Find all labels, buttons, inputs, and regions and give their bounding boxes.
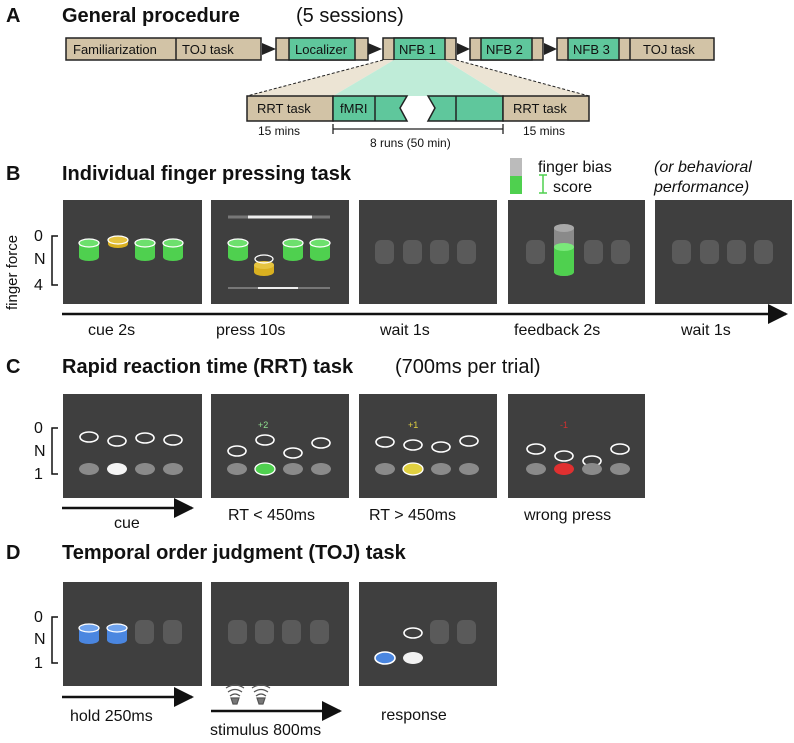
legend-score-label: score <box>553 179 592 196</box>
toj-phase-stimulus: stimulus 800ms <box>210 722 321 739</box>
finger-cylinder-icon <box>283 243 303 261</box>
rrt-box-post <box>502 95 590 122</box>
section-d-title: Temporal order judgment (TOJ) task <box>62 542 407 564</box>
procedure-timeline: Familiarization TOJ task Localizer NFB 1… <box>65 37 715 61</box>
cue-cylinders <box>78 235 184 261</box>
rrt-phase-wrong: wrong press <box>523 507 611 524</box>
fmri-label: fMRI <box>340 101 367 116</box>
toj-response-targets <box>374 620 476 665</box>
finger-cylinder-icon <box>163 243 183 261</box>
finger-cylinder-icon <box>310 243 330 261</box>
toj-response-panel <box>359 582 497 686</box>
legend-note-2: performance) <box>653 179 749 196</box>
rrt-phase-slow: RT > 450ms <box>369 507 456 524</box>
rrt-phase-fast: RT < 450ms <box>228 507 315 524</box>
score-feedback-plus1: +1 <box>408 420 418 430</box>
legend-bias-label: finger bias <box>538 159 612 176</box>
score-feedback-plus2: +2 <box>258 420 268 430</box>
arrow-right-icon <box>544 43 557 55</box>
phase-cue-label: cue 2s <box>88 322 135 339</box>
wait-slots-2 <box>672 240 773 264</box>
rrt-phase-cue: cue <box>114 515 140 532</box>
axis-unit: N <box>34 631 46 648</box>
nfb2-label: NFB 2 <box>486 42 523 57</box>
rrt-post-duration: 15 mins <box>523 124 565 138</box>
toj-stimulus-slots <box>228 620 329 644</box>
axis-tick-0: 0 <box>34 420 43 437</box>
toj-hold-cylinders <box>78 620 182 644</box>
section-a-subtitle: (5 sessions) <box>296 5 404 27</box>
arrow-right-icon <box>368 43 382 55</box>
axis-tick-1: 1 <box>34 466 43 483</box>
axis-tick-1: 1 <box>34 655 43 672</box>
nfb1-label: NFB 1 <box>399 42 436 57</box>
axis-unit: N <box>34 443 46 460</box>
axis-tick-0: 0 <box>34 609 43 626</box>
rrt-slow-targets <box>375 435 479 476</box>
feedback-bars <box>526 224 630 276</box>
section-c: C Rapid reaction time (RRT) task (700ms … <box>6 356 645 532</box>
session-detail-timeline: RRT task fMRI RRT task <box>246 95 590 122</box>
rrt-label-pre: RRT task <box>257 101 311 116</box>
vibration-stimulator-icon <box>225 684 271 705</box>
score-swatch <box>510 176 522 194</box>
finger-cylinder-icon <box>79 243 99 261</box>
section-a: A General procedure (5 sessions) Familia… <box>6 5 715 150</box>
phase-feedback-label: feedback 2s <box>514 322 600 339</box>
localizer-label: Localizer <box>295 42 348 57</box>
finger-force-axis-label: finger force <box>4 235 21 310</box>
rrt-fast-targets <box>227 434 331 476</box>
rrt-wrong-panel <box>508 394 645 498</box>
section-b-title: Individual finger pressing task <box>62 163 352 185</box>
rrt-pre-duration: 15 mins <box>258 124 300 138</box>
feedback-legend: finger bias score (or behavioral perform… <box>510 158 752 196</box>
nfb3-label: NFB 3 <box>573 42 610 57</box>
press-cylinders <box>227 215 331 289</box>
section-c-subtitle: (700ms per trial) <box>395 356 541 378</box>
toj-label-1: TOJ task <box>182 42 234 57</box>
finger-cylinder-icon <box>228 243 248 261</box>
axis-tick-0: 0 <box>34 228 43 245</box>
phase-press-label: press 10s <box>216 322 285 339</box>
rrt-box-pre <box>246 95 334 122</box>
arrow-right-icon <box>457 43 470 55</box>
section-a-title: General procedure <box>62 5 240 27</box>
score-feedback-minus1: -1 <box>560 420 568 430</box>
phase-wait-label-2: wait 1s <box>680 322 731 339</box>
axis-unit: N <box>34 251 46 268</box>
rrt-label-post: RRT task <box>513 101 567 116</box>
section-b-letter: B <box>6 163 20 185</box>
section-c-title: Rapid reaction time (RRT) task <box>62 356 354 378</box>
section-d: D Temporal order judgment (TOJ) task 0 N… <box>6 542 497 739</box>
axis-tick-4: 4 <box>34 277 43 294</box>
familiarization-box <box>65 37 262 61</box>
rrt-cue-targets <box>79 431 183 475</box>
finger-cylinder-icon <box>135 243 155 261</box>
runs-duration: 8 runs (50 min) <box>370 136 451 150</box>
section-b: B Individual finger pressing task finger… <box>4 158 792 339</box>
toj-phase-response: response <box>381 707 447 724</box>
toj-label-2: TOJ task <box>643 42 695 57</box>
phase-wait-label-1: wait 1s <box>379 322 430 339</box>
rrt-cue-panel <box>63 394 202 498</box>
familiarization-label: Familiarization <box>73 42 157 57</box>
bias-swatch <box>510 158 522 176</box>
section-d-letter: D <box>6 542 20 564</box>
score-bar <box>554 247 574 276</box>
toj-phase-hold: hold 250ms <box>70 708 153 725</box>
section-c-letter: C <box>6 356 20 378</box>
arrow-right-icon <box>262 43 276 55</box>
rrt-wrong-targets <box>526 443 630 475</box>
section-a-letter: A <box>6 5 20 27</box>
wait-slots-1 <box>375 240 476 264</box>
legend-note-1: (or behavioral <box>654 159 752 176</box>
